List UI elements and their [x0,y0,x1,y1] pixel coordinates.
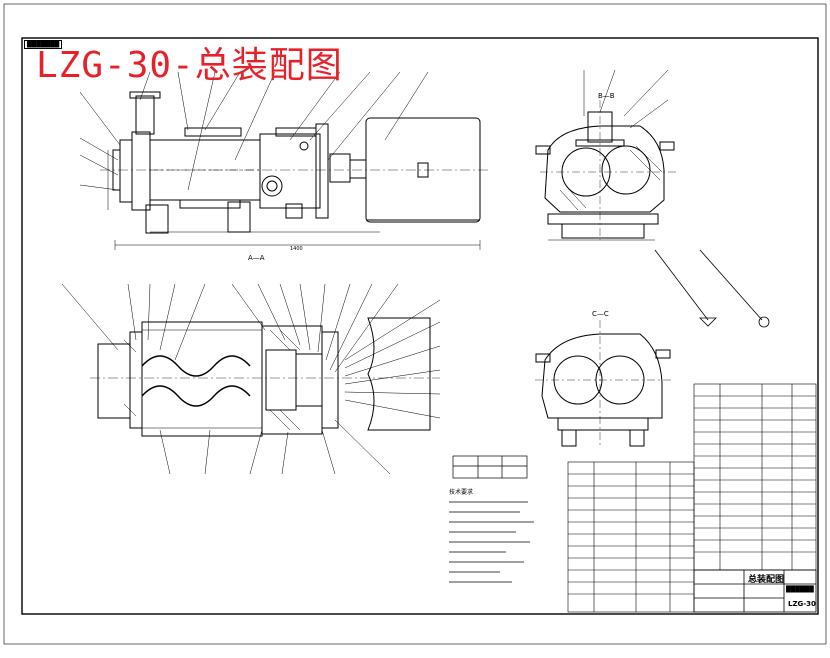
parameter-table [452,455,528,479]
tech-requirements-title: 技术要求 [449,489,474,496]
parts-list-upper [693,383,817,571]
corner-tag: ███████ [24,40,63,49]
titleblock-name: 总装配图 [748,575,785,585]
section-label-aa: A—A [248,254,265,262]
section-label-cc: C—C [592,310,609,318]
elevation-view [79,71,490,250]
hatching-aa [123,329,301,431]
detail-symbols [654,249,770,328]
section-view-aa [90,317,440,437]
technical-notes [449,501,534,583]
section-label-bb: B—B [598,92,615,100]
drawing-title: LZG-30-总装配图 [36,45,343,86]
parts-list-lower [567,461,695,613]
title-block [693,569,817,613]
overall-length-dimension: 1400 [290,246,303,252]
titleblock-code: LZG-30 [788,600,816,608]
end-view-bb [535,69,676,241]
hatching-bb [559,145,663,211]
titleblock-school: ██████ [786,586,814,593]
section-view-cc [535,320,672,448]
leaders-aa [61,283,441,475]
